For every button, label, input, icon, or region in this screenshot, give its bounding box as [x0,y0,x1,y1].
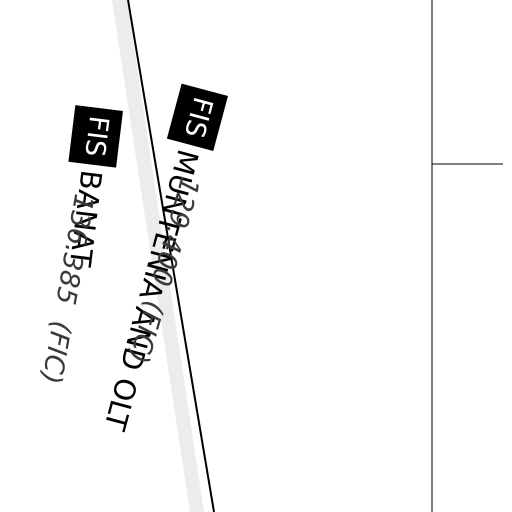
fis-tag: FIS [68,105,123,168]
fir-boundary-line [127,0,215,512]
fir-boundary-shadow [112,0,204,512]
